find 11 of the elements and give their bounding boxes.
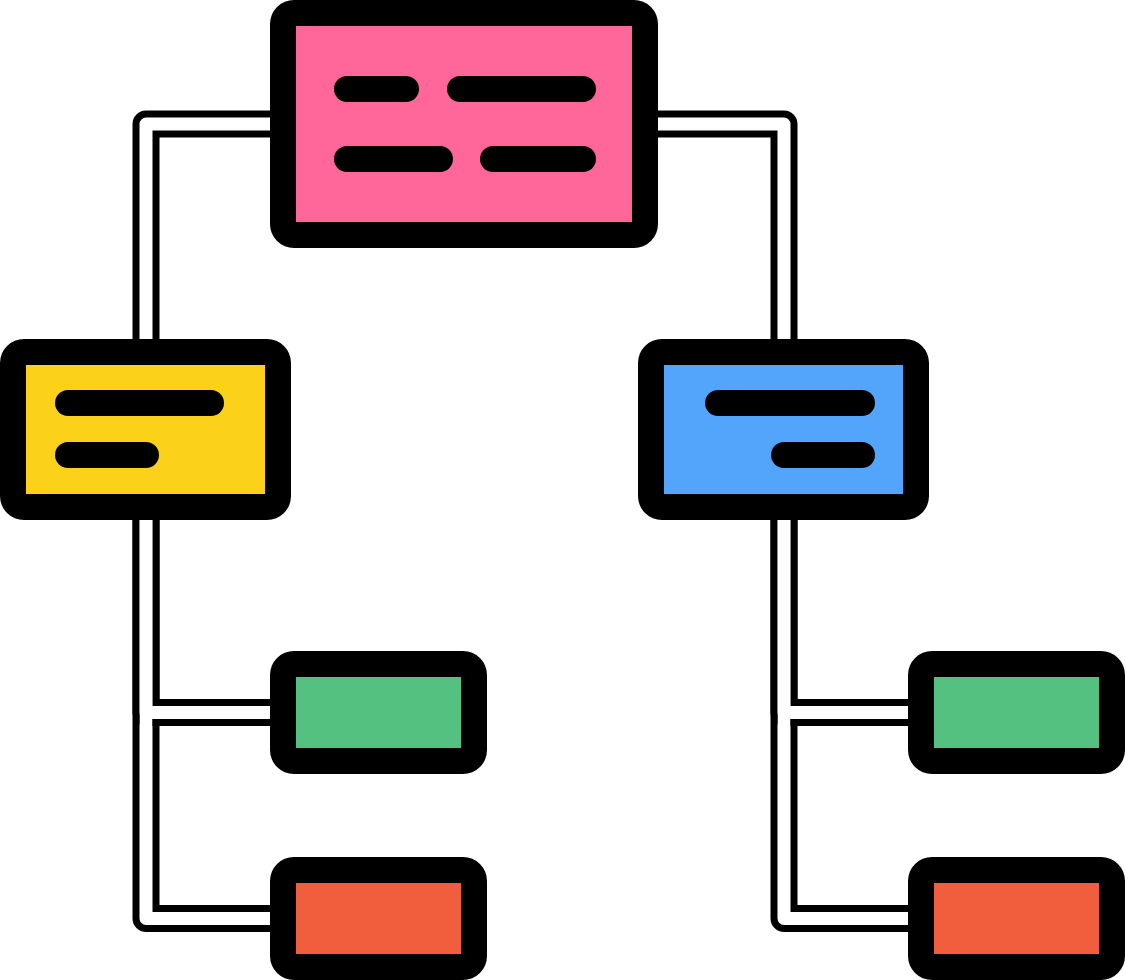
box bbox=[270, 651, 487, 774]
box bbox=[908, 651, 1125, 774]
connector-line bbox=[132, 520, 270, 932]
connector-line bbox=[770, 520, 908, 932]
box bbox=[0, 339, 291, 520]
box bbox=[270, 0, 658, 248]
connector-line bbox=[132, 110, 270, 339]
box bbox=[270, 857, 487, 980]
box bbox=[908, 857, 1125, 980]
connector-line bbox=[658, 110, 798, 339]
box bbox=[638, 339, 929, 520]
